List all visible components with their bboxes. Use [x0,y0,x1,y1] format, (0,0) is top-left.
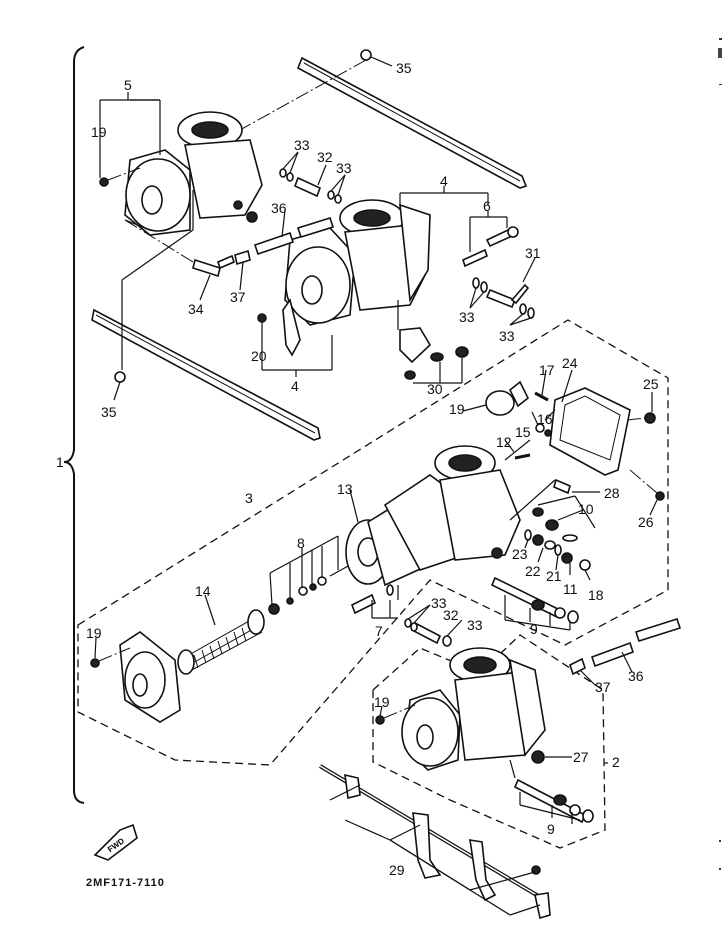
callout-33: 33 [431,595,447,611]
callout-2: 2 [612,754,620,770]
joint-34 [192,258,221,278]
callout-20: 20 [251,348,267,364]
callout-5: 5 [124,77,132,93]
callout-4: 4 [291,378,299,394]
callout-29: 29 [389,862,405,878]
callout-28: 28 [604,485,620,501]
callout-13: 13 [337,481,353,497]
throttle-linkage-29 [318,764,551,920]
screw-28 [553,478,571,495]
callout-1: 1 [56,454,64,470]
callout-24: 24 [562,355,578,371]
pipe-37-lower [569,657,586,676]
callout-22: 22 [525,563,541,579]
callout-9: 9 [547,821,555,837]
callout-8: 8 [297,535,305,551]
callout-14: 14 [195,583,211,599]
callout-23: 23 [512,546,528,562]
callout-20: 19 [374,694,390,710]
callout-17: 17 [539,362,555,378]
pipe-32-top [293,176,322,198]
callout-20: 19 [86,625,102,641]
callout-27: 27 [573,749,589,765]
callout-33: 33 [459,309,475,325]
callout-18: 18 [588,587,604,603]
callout-4: 4 [440,173,448,189]
assembly-3-outline [77,319,669,766]
fitting-31 [485,288,517,309]
callout-7: 7 [375,623,383,639]
fwd-direction-icon: FWD [93,823,138,861]
callout-9: 9 [530,621,538,637]
small-parts-lower [404,604,682,686]
callout-37: 37 [230,289,246,305]
callout-19: 19 [449,401,465,417]
carburetor-4 [257,186,489,384]
callout-16: 16 [537,411,553,427]
carburetor-2 [375,647,608,824]
callout-15: 15 [515,424,531,440]
pipe-36-lower-b [634,617,682,643]
callout-35: 35 [101,404,117,420]
callout-25: 25 [643,376,659,392]
assembly-bracket [63,46,85,804]
callout-12: 12 [496,434,512,450]
pipe-37-top [234,249,251,266]
callout-21: 21 [546,568,562,584]
callout-6: 6 [483,198,491,214]
callout-30: 30 [427,381,443,397]
pipe-36-top-a [253,231,295,256]
callout-36: 36 [628,668,644,684]
assembly-2-outline [372,634,606,849]
callout-33: 33 [467,617,483,633]
callout-32: 32 [443,607,459,623]
callout-33: 33 [499,328,515,344]
callout-32: 32 [317,149,333,165]
right-edge-marks [718,38,722,870]
mounting-rail-bottom [91,229,321,441]
small-parts-upper [124,151,536,326]
cap-19 [485,390,515,416]
pipe-36-lower-a [590,641,635,668]
callout-3: 3 [245,490,253,506]
carburetor-3-exploded [90,369,665,723]
callout-20: 19 [91,124,107,140]
callout-10: 10 [578,501,594,517]
washer-15 [535,423,545,433]
callout-31: 31 [525,245,541,261]
callout-11: 11 [563,581,578,597]
drawing-code: 2MF171-7110 [86,877,165,889]
cap-19-top [508,380,530,408]
callout-26: 26 [638,514,654,530]
pipe-36-top-b [296,217,335,238]
mounting-rail-top [239,49,528,189]
callout-37: 37 [595,679,611,695]
callout-34: 34 [188,301,204,317]
screw-7 [350,593,377,615]
spring-14 [177,609,265,675]
callout-33: 33 [294,137,310,153]
callout-36: 36 [271,200,287,216]
carburetor-5 [99,92,263,236]
bolt-35-top [360,49,372,61]
bolt-35-bottom [114,371,126,383]
callout-35: 35 [396,60,412,76]
callout-33: 33 [336,160,352,176]
spring-6 [462,248,488,268]
callout-labels: 5 19 33 32 33 35 4 6 36 31 34 37 33 33 2… [86,60,659,878]
plug-27 [531,750,545,764]
